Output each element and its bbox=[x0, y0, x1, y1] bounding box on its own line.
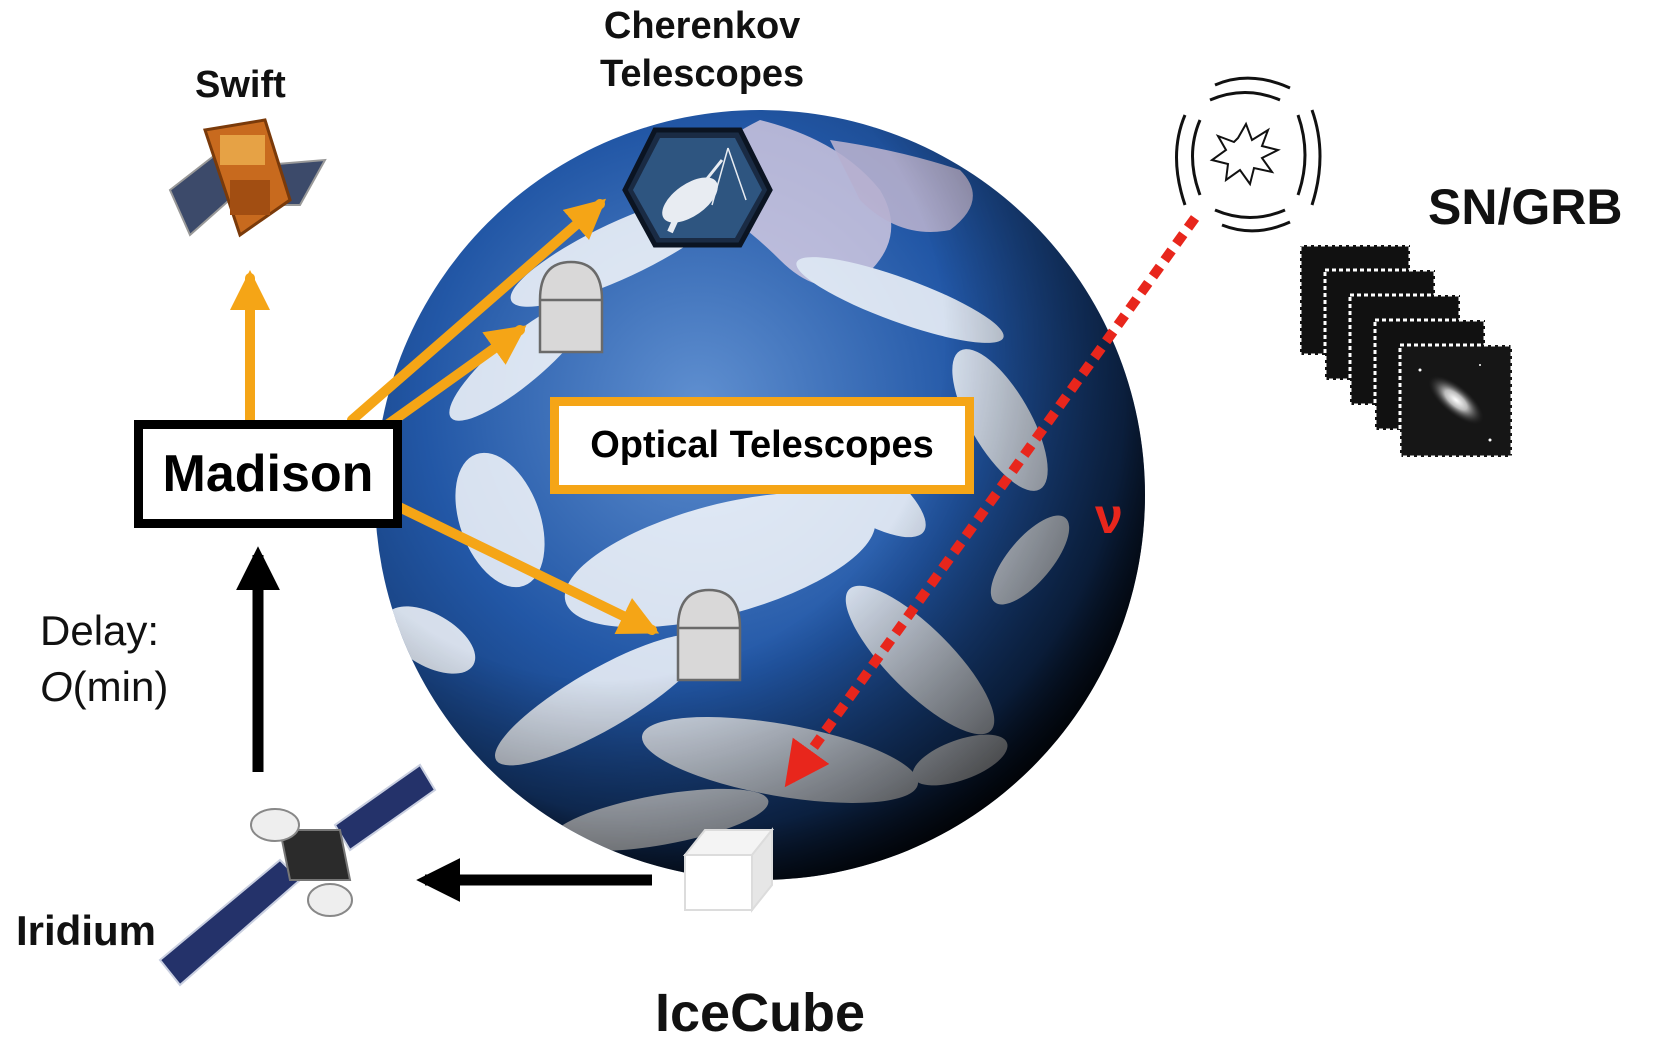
cherenkov-label-line2: Telescopes bbox=[600, 53, 805, 95]
swift-label: Swift bbox=[195, 64, 286, 106]
iridium-satellite-icon bbox=[158, 763, 437, 987]
cherenkov-label: Cherenkov Telescopes bbox=[600, 2, 804, 98]
cherenkov-telescope-icon bbox=[622, 127, 773, 248]
sn-grb-label: SN/GRB bbox=[1428, 179, 1623, 235]
delay-order-symbol: O bbox=[40, 663, 73, 710]
delay-label: Delay: O(min) bbox=[40, 603, 168, 715]
neutrino-symbol-label: ν bbox=[1095, 488, 1123, 544]
madison-box: Madison bbox=[134, 420, 402, 528]
arrow-to-dome-2 bbox=[390, 500, 660, 635]
data-flow-arrows bbox=[236, 546, 652, 902]
arrow-to-dome-1 bbox=[375, 325, 527, 435]
optical-telescope-dome-2 bbox=[676, 588, 742, 682]
optical-telescopes-label: Optical Telescopes bbox=[590, 424, 934, 466]
madison-label: Madison bbox=[162, 445, 374, 503]
optical-telescope-dome-1 bbox=[538, 260, 604, 354]
neutrino-path bbox=[784, 215, 1200, 788]
arrow-to-cherenkov bbox=[347, 198, 607, 425]
delay-label-line2: O(min) bbox=[40, 659, 168, 715]
optical-telescopes-box: Optical Telescopes bbox=[550, 397, 974, 494]
iridium-label: Iridium bbox=[16, 907, 157, 954]
earth-globe bbox=[375, 110, 1145, 880]
galaxy-image-stack bbox=[1298, 243, 1514, 459]
icecube-label: IceCube bbox=[655, 983, 866, 1043]
swift-satellite-icon bbox=[168, 118, 327, 238]
icecube-detector-icon bbox=[682, 827, 775, 913]
alert-arrows bbox=[230, 198, 660, 635]
delay-label-line1: Delay: bbox=[40, 607, 160, 654]
explosion-icon bbox=[1175, 76, 1322, 233]
cherenkov-label-line1: Cherenkov bbox=[603, 5, 801, 47]
delay-order-unit: (min) bbox=[72, 663, 169, 710]
